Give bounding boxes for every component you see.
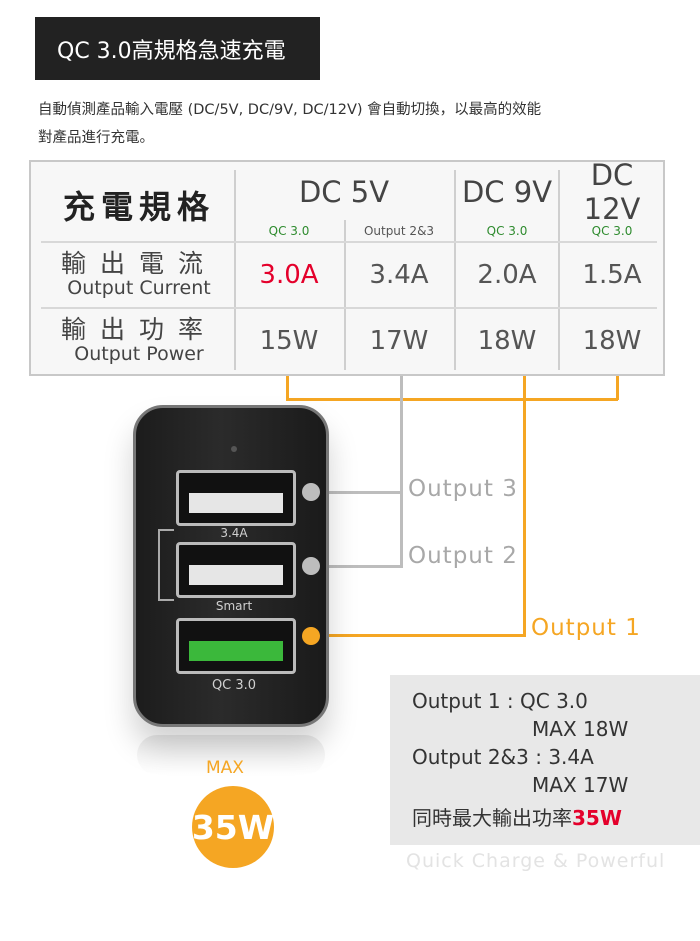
table-divider [344,220,346,370]
shared-port-bracket [158,529,174,601]
spec-table: 充電規格 DC 5V DC 9V DC 12V QC 3.0 Output 2&… [29,158,665,376]
usb-port-2 [176,542,296,598]
spec-header-label: 充電規格 [62,188,215,226]
port-2-dot [302,557,320,575]
power-cell-1: 15W [259,326,319,356]
row-current-label: 輸出電流 Output Current [41,244,237,306]
current-cell-1: 3.0A [259,260,319,290]
power-cell-3: 18W [477,326,537,356]
power-cell-2: 17W [369,326,429,356]
col-sub-4: QC 3.0 [591,224,633,238]
info-line-1: Output 1 : QC 3.0 [412,689,588,713]
info-line-3: Output 2&3 : 3.4A [412,745,594,769]
col-sub-1: QC 3.0 [268,224,310,238]
max-label: MAX [206,758,244,778]
col-sub-2: Output 2&3 [363,224,435,238]
info-line-5-value: 35W [572,806,622,830]
group-dc9v: DC 9V [461,175,553,209]
page-title: QC 3.0高規格急速充電 [57,39,286,64]
connector-line [616,376,619,400]
intro-text: 自動偵測產品輸入電壓 (DC/5V, DC/9V, DC/12V) 會自動切換，… [38,96,668,152]
connector-line [286,398,618,401]
intro-line-2: 對產品進行充電。 [38,130,154,146]
info-box: Output 1 : QC 3.0 MAX 18W Output 2&3 : 3… [390,675,700,845]
usb-port-tongue [189,565,283,585]
charger-reflection [137,735,325,775]
port-label-qc30: QC 3.0 [211,678,257,693]
port-label-34a: 3.4A [220,526,248,540]
current-cell-4: 1.5A [582,260,642,290]
connector-line [523,376,526,637]
info-line-2: MAX 18W [532,717,629,741]
connector-line [400,376,403,568]
usb-port-tongue [189,493,283,513]
connector-line [286,376,289,400]
info-line-4: MAX 17W [532,773,629,797]
port-label-smart: Smart [215,599,253,613]
row-current-label-cn: 輸出電流 [60,248,217,278]
output-1-label: Output 1 [531,615,641,641]
port-3-dot [302,483,320,501]
table-divider [41,241,657,243]
intro-line-1: 自動偵測產品輸入電壓 (DC/5V, DC/9V, DC/12V) 會自動切換，… [38,102,542,118]
connector-line [316,634,526,637]
current-cell-2: 3.4A [369,260,429,290]
connector-line [316,491,403,494]
row-power-label-cn: 輸出功率 [60,314,217,344]
power-cell-4: 18W [582,326,642,356]
group-dc5v: DC 5V [298,175,390,209]
output-3-label: Output 3 [408,476,518,502]
table-divider [454,170,456,370]
usb-port-tongue-qc [189,641,283,661]
max-power-value: 35W [191,807,275,847]
title-banner: QC 3.0高規格急速充電 [35,17,320,80]
row-current-label-en: Output Current [67,277,211,300]
row-power-label-en: Output Power [74,343,204,366]
usb-port-1 [176,618,296,674]
current-cell-3: 2.0A [477,260,537,290]
led-indicator [231,446,237,452]
max-power-badge: 35W [192,786,274,868]
car-charger: 3.4A Smart QC 3.0 [133,405,329,727]
connector-line [316,565,403,568]
tagline: Quick Charge & Powerful [406,850,666,872]
table-divider [41,307,657,309]
table-divider [234,170,236,370]
group-dc12v: DC 12V [583,158,641,226]
info-line-5: 同時最大輸出功率35W [412,802,622,831]
usb-port-3 [176,470,296,526]
port-1-dot [302,627,320,645]
info-line-5-prefix: 同時最大輸出功率 [412,806,572,830]
row-power-label: 輸出功率 Output Power [41,310,237,372]
output-2-label: Output 2 [408,543,518,569]
table-divider [558,170,560,370]
col-sub-3: QC 3.0 [486,224,528,238]
